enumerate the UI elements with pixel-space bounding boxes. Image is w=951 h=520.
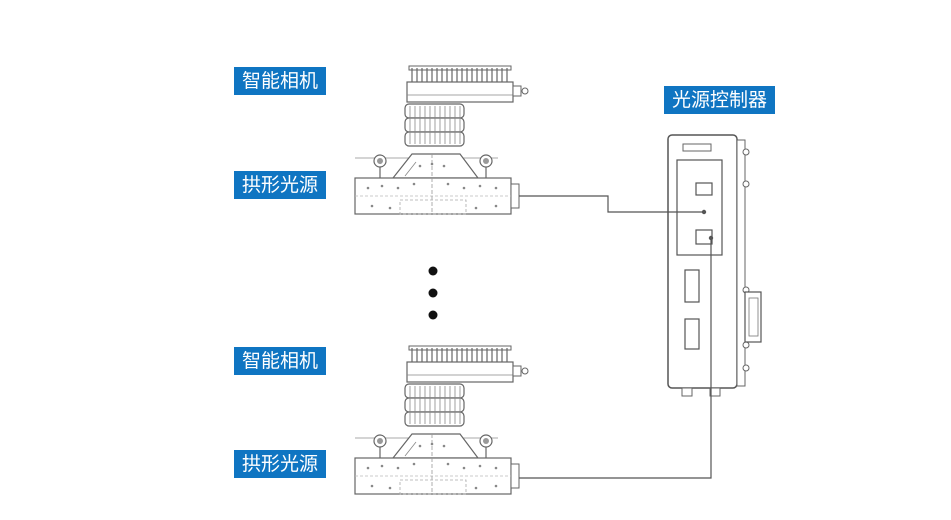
- cable-bottom-light-to-controller: [519, 238, 712, 479]
- ellipsis-dot: [428, 310, 438, 320]
- label-light-controller: 光源控制器: [664, 86, 776, 114]
- ellipsis-dot: [428, 266, 438, 276]
- smart-camera-top: [404, 65, 529, 147]
- ellipsis-dot: [428, 288, 438, 298]
- label-smart-camera-top: 智能相机: [234, 67, 327, 95]
- cable-top-light-to-controller: [519, 195, 704, 213]
- label-arch-light-bottom: 拱形光源: [234, 450, 327, 478]
- cable-connection-point: [708, 235, 714, 241]
- smart-camera-bottom: [404, 345, 529, 427]
- arch-light-top: [354, 153, 520, 215]
- light-controller: [667, 134, 762, 397]
- ellipsis-dots: [428, 266, 438, 320]
- cables: [519, 195, 712, 479]
- label-smart-camera-bottom: 智能相机: [234, 347, 327, 375]
- cable-connection-point: [701, 209, 707, 215]
- arch-light-bottom: [354, 433, 520, 495]
- label-arch-light-top: 拱形光源: [234, 171, 327, 199]
